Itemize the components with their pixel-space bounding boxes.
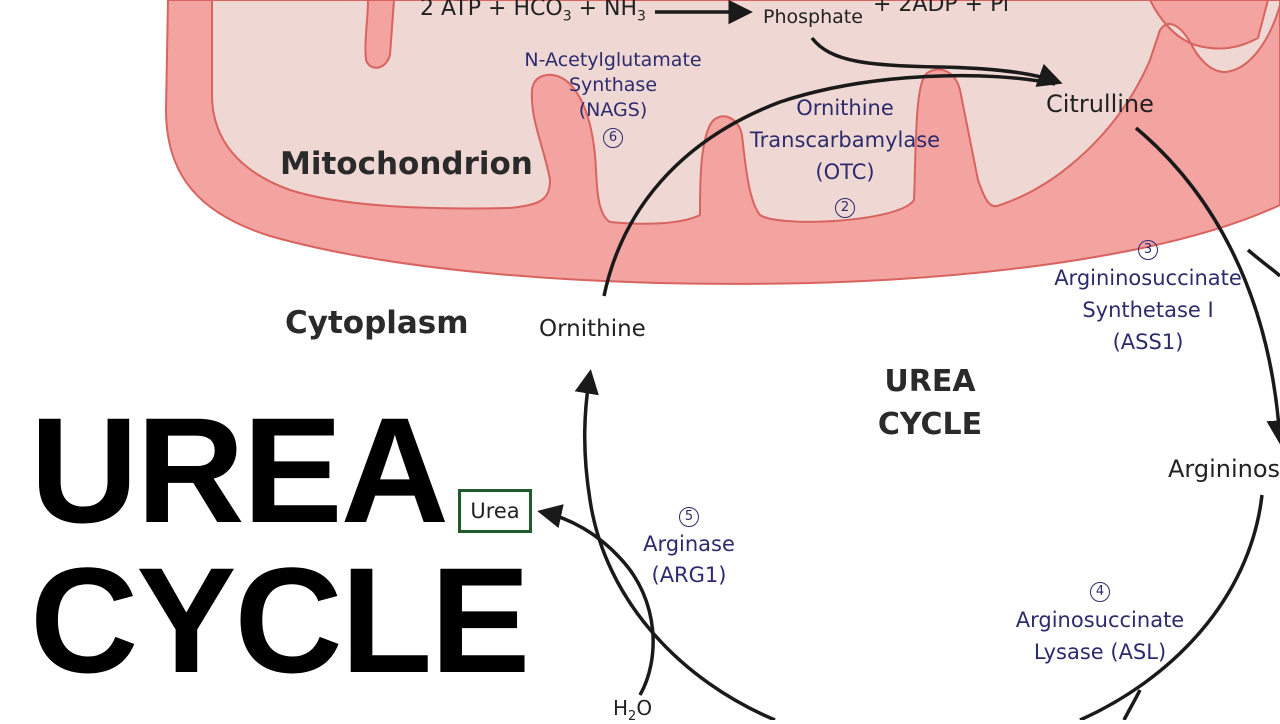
- carbamoyl-phosphate-label: Phosphate: [763, 6, 863, 28]
- reaction-products: + 2ADP + Pi: [873, 0, 1009, 17]
- title-line2: CYCLE: [30, 536, 530, 704]
- arginine-to-ornithine-arrow: [574, 369, 776, 720]
- ornithine-label: Ornithine: [539, 316, 646, 342]
- cytoplasm-label: Cytoplasm: [285, 305, 469, 341]
- step-number-5: 5: [679, 507, 699, 527]
- argininosuccinate-label: Argininosuccinate: [1168, 455, 1280, 483]
- step-number-6: 6: [603, 128, 623, 148]
- argininosuccinate-to-arginine-arrow: [1079, 494, 1264, 720]
- reaction-reactants: 2 ATP + HCO3 + NH3: [420, 0, 646, 25]
- matrix: [211, 0, 1280, 225]
- ornithine-import-arrow: [602, 73, 1056, 297]
- enzyme-nags: N-Acetylglutamate Synthase (NAGS) 6: [518, 48, 708, 148]
- enzyme-arg1: 5 Arginase (ARG1): [643, 507, 735, 587]
- fumarate-branch-arrow: [1122, 689, 1142, 720]
- water-to-urea-arrow: [537, 504, 655, 696]
- enzyme-asl: 4 Arginosuccinate Lysase (ASL): [1015, 582, 1185, 664]
- step-number-2: 2: [835, 198, 855, 218]
- argininosuccinate-clip: Argininosuccinate: [1160, 450, 1280, 490]
- water-label: H2O: [613, 696, 653, 724]
- step-number-4: 4: [1090, 582, 1110, 602]
- citrulline-to-argininosuccinate-arrow: [1134, 126, 1280, 445]
- urea-product-box: Urea: [458, 489, 532, 533]
- mitochondrion-label: Mitochondrion: [280, 146, 533, 182]
- enzyme-ass1: 3 Argininosuccinate Synthetase I (ASS1): [1054, 240, 1242, 354]
- center-label: UREA CYCLE: [877, 364, 983, 442]
- step-number-3: 3: [1138, 240, 1158, 260]
- side-input-arrow: [1246, 248, 1280, 278]
- title-line1: UREA: [30, 386, 449, 554]
- to-citrulline-arrow: [810, 36, 1063, 87]
- enzyme-otc: Ornithine Transcarbamylase (OTC) 2: [735, 92, 955, 220]
- citrulline-label: Citrulline: [1046, 90, 1154, 118]
